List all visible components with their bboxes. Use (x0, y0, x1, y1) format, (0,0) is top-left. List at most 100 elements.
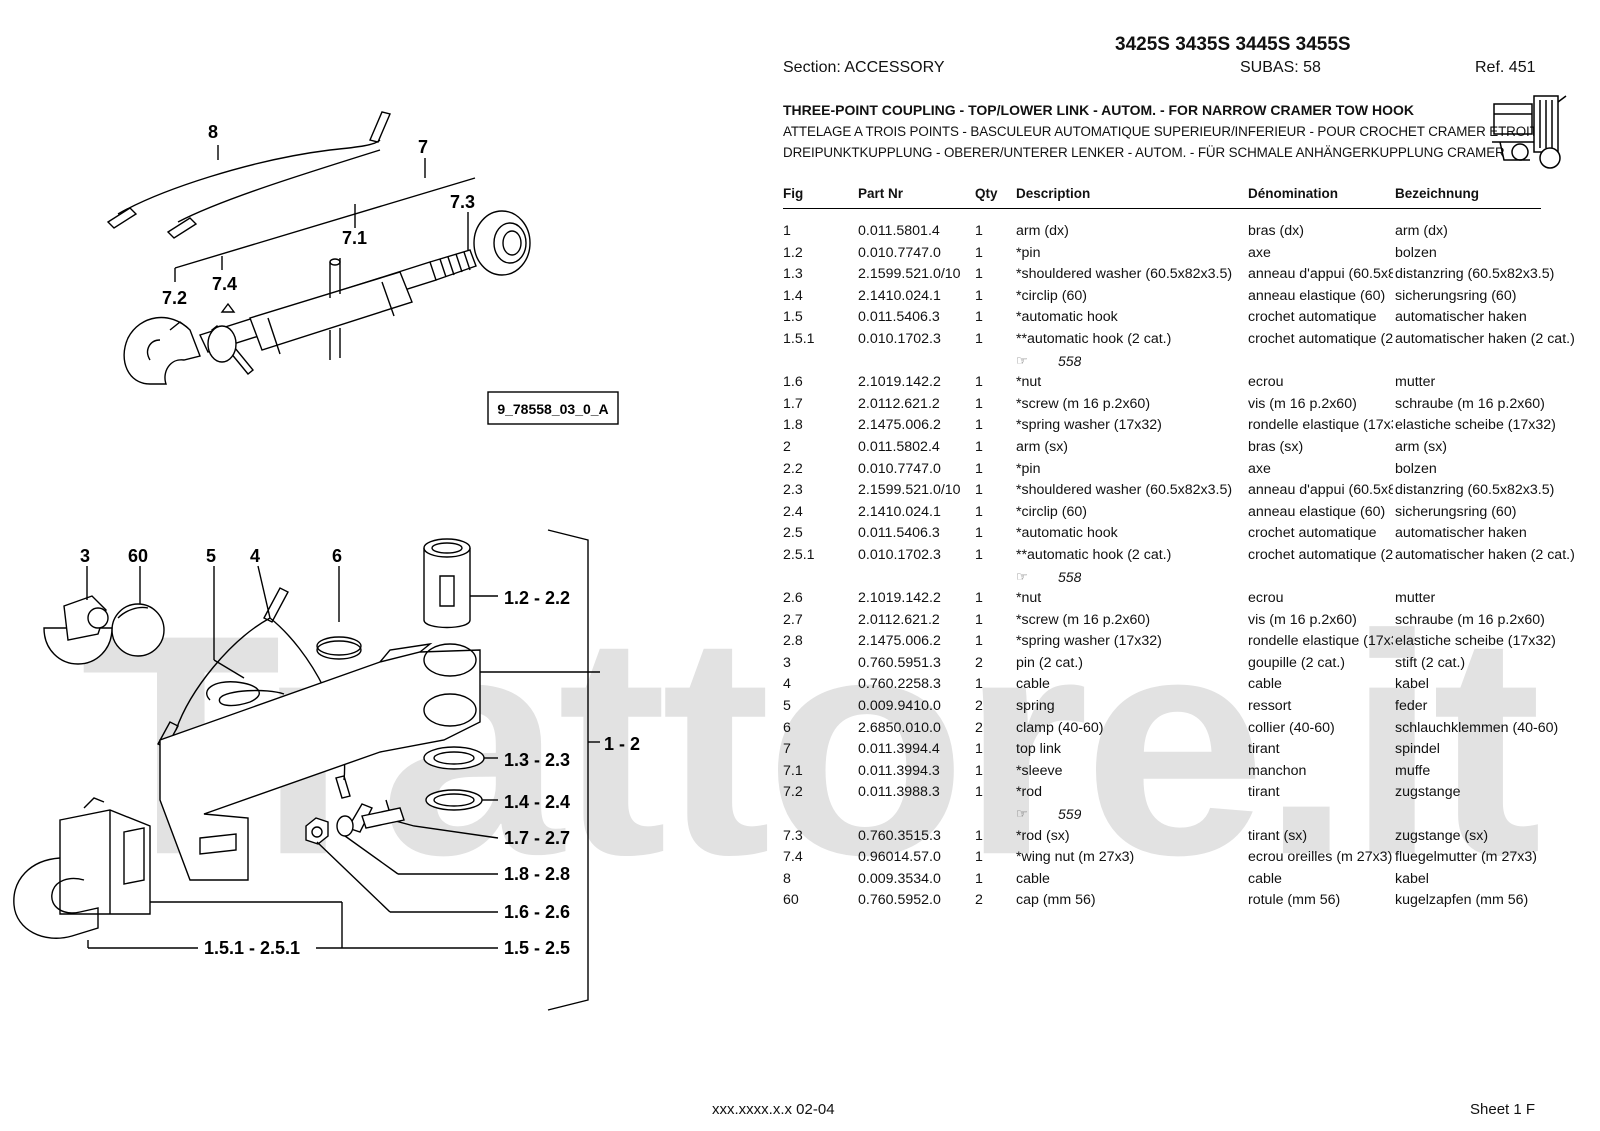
cell-bezeichnung: schraube (m 16 p.2x60) (1395, 395, 1545, 412)
page-header: 3425S 3435S 3445S 3455S Section: ACCESSO… (780, 0, 1570, 190)
pointing-hand-icon: ☞ (1016, 806, 1028, 822)
cell-fig: 1.5.1 (783, 330, 815, 347)
cell-bezeichnung: schraube (m 16 p.2x60) (1395, 611, 1545, 628)
cell-part-nr: 0.760.5952.0 (858, 892, 941, 909)
footer-code: xxx.xxxx.x.x 02-04 (712, 1101, 835, 1118)
cell-part-nr: 0.011.5406.3 (858, 309, 940, 326)
callout-7-3: 7.3 (450, 192, 475, 212)
cell-bezeichnung: fluegelmutter (m 27x3) (1395, 849, 1537, 866)
cell-denomination: crochet automatique (2 cat.) (1248, 330, 1393, 347)
pointing-hand-icon: ☞ (1016, 352, 1028, 368)
col-qty: Qty (975, 186, 998, 201)
col-fig: Fig (783, 186, 804, 201)
cell-description: cap (mm 56) (1016, 892, 1096, 909)
cell-description: *screw (m 16 p.2x60) (1016, 611, 1151, 628)
cell-denomination: ressort (1248, 698, 1292, 715)
cell-fig: 2.8 (783, 633, 803, 650)
cell-part-nr: 0.009.9410.0 (858, 698, 941, 715)
callout-5: 5 (206, 546, 216, 566)
cell-bezeichnung: zugstange (1395, 784, 1461, 801)
callout-7-4: 7.4 (212, 274, 237, 294)
callout-1-5-2-5: 1.5 - 2.5 (504, 938, 570, 958)
cell-fig: 2.2 (783, 460, 803, 477)
cell-description: *wing nut (m 27x3) (1016, 849, 1135, 866)
cell-denomination: bras (dx) (1248, 223, 1304, 239)
cross-reference-page: 559 (1058, 806, 1082, 823)
col-description: Description (1016, 186, 1091, 201)
cell-denomination: anneau d'appui (60.5x82x3.5) (1248, 266, 1393, 283)
cell-qty: 1 (975, 266, 983, 283)
ref-label: Ref. 451 (1475, 59, 1536, 76)
cell-bezeichnung: spindel (1395, 741, 1440, 758)
cell-fig: 4 (783, 676, 791, 693)
cell-part-nr: 0.010.1702.3 (858, 546, 941, 563)
cell-part-nr: 0.760.2258.3 (858, 676, 941, 693)
col-bezeichnung: Bezeichnung (1395, 186, 1480, 201)
cell-denomination: ecrou oreilles (m 27x3) (1248, 849, 1393, 866)
cell-bezeichnung: automatischer haken (1395, 309, 1527, 326)
cell-description: **automatic hook (2 cat.) (1016, 330, 1172, 347)
cell-denomination: bras (sx) (1248, 438, 1304, 455)
cell-denomination: vis (m 16 p.2x60) (1248, 611, 1357, 628)
cell-denomination: axe (1248, 460, 1271, 477)
cross-reference-row: ☞ 559 (783, 804, 1541, 826)
callout-8: 8 (208, 122, 218, 142)
cell-denomination: ecrou (1248, 590, 1284, 607)
subas-label: SUBAS: 58 (1240, 59, 1321, 76)
cell-part-nr: 0.010.1702.3 (858, 330, 941, 347)
cell-denomination: crochet automatique (2 cat.) (1248, 546, 1393, 563)
cell-qty: 1 (975, 503, 983, 520)
cell-denomination: rondelle elastique (17x32) (1248, 417, 1393, 434)
cell-bezeichnung: elastiche scheibe (17x32) (1395, 633, 1556, 650)
cell-bezeichnung: feder (1395, 698, 1428, 715)
cell-qty: 2 (975, 719, 983, 736)
cell-qty: 2 (975, 698, 983, 715)
callout-1-6-2-6: 1.6 - 2.6 (504, 902, 570, 922)
cell-bezeichnung: sicherungsring (60) (1395, 503, 1517, 520)
cell-denomination: crochet automatique (1248, 309, 1377, 326)
cell-fig: 2.6 (783, 590, 803, 607)
cell-fig: 8 (783, 870, 791, 887)
callout-1-2: 1 - 2 (604, 734, 640, 754)
cell-denomination: anneau elastique (60) (1248, 503, 1386, 520)
cell-fig: 1.7 (783, 395, 803, 412)
cell-part-nr: 0.760.5951.3 (858, 654, 941, 671)
cell-fig: 7.1 (783, 762, 803, 779)
title-german: DREIPUNKTKUPPLUNG - OBERER/UNTERER LENKE… (783, 145, 1505, 160)
cell-denomination: cable (1248, 676, 1282, 693)
cell-part-nr: 0.009.3534.0 (858, 870, 941, 887)
cell-bezeichnung: kugelzapfen (mm 56) (1395, 892, 1529, 909)
cell-part-nr: 2.1019.142.2 (858, 374, 941, 391)
cell-denomination: tirant (sx) (1248, 827, 1308, 844)
table-header: Fig Part Nr Qty Description Dénomination… (783, 180, 1541, 209)
cell-bezeichnung: schlauchklemmen (40-60) (1395, 719, 1559, 736)
cell-bezeichnung: mutter (1395, 590, 1436, 607)
cell-denomination: anneau elastique (60) (1248, 287, 1386, 304)
cell-bezeichnung: muffe (1395, 762, 1431, 779)
cell-fig: 2 (783, 438, 791, 455)
cell-qty: 1 (975, 870, 983, 887)
cell-description: *pin (1016, 460, 1041, 477)
cell-description: *screw (m 16 p.2x60) (1016, 395, 1151, 412)
cell-description: clamp (40-60) (1016, 719, 1104, 736)
cell-qty: 1 (975, 590, 983, 607)
cell-qty: 1 (975, 287, 983, 304)
cell-fig: 1.6 (783, 374, 803, 391)
cell-qty: 1 (975, 784, 983, 801)
cell-bezeichnung: distanzring (60.5x82x3.5) (1395, 482, 1555, 499)
cell-qty: 1 (975, 676, 983, 693)
